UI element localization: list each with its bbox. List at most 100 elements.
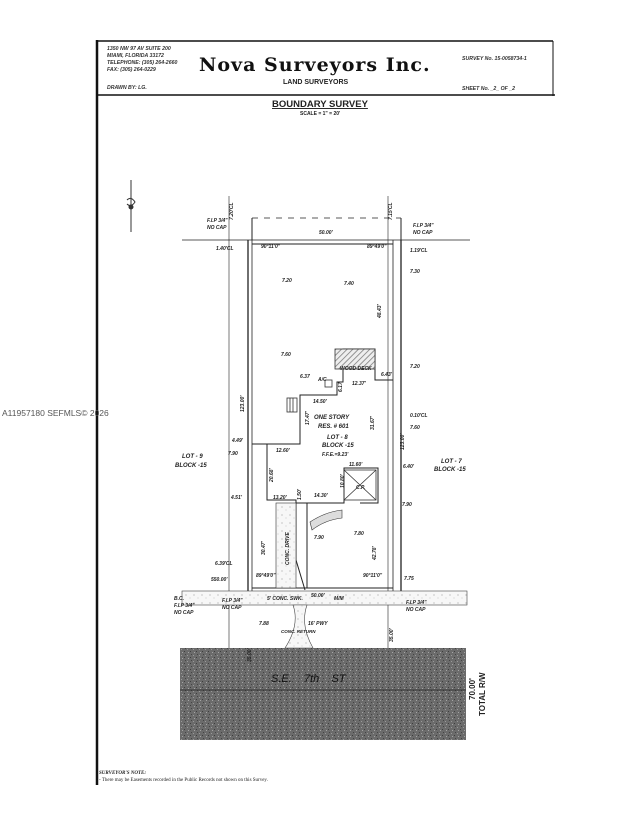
label: NO CAP bbox=[207, 225, 227, 231]
property-boundary bbox=[182, 196, 470, 680]
label: 1.19'CL bbox=[410, 248, 428, 254]
concrete-drive bbox=[275, 502, 297, 589]
label: 7.88 bbox=[259, 621, 269, 627]
label: 6.43' bbox=[381, 372, 393, 378]
label: 16' PWY bbox=[308, 621, 328, 627]
label: 20.68' bbox=[269, 467, 275, 483]
label: 550.00' bbox=[211, 577, 228, 583]
label: LOT - 8 bbox=[327, 435, 348, 441]
label: NO CAP bbox=[406, 607, 426, 613]
label: 1.50' bbox=[297, 488, 303, 500]
label: 50.00' bbox=[311, 593, 326, 599]
label: 89°49'0" bbox=[367, 244, 387, 250]
label: F.I.P 3/4" bbox=[222, 598, 243, 604]
survey-annotations: 7.20'CL 7.15'CL F.I.P 3/4" NO CAP F.I.P … bbox=[174, 202, 487, 716]
label: 14.30' bbox=[314, 493, 329, 499]
label: 17.47' bbox=[305, 410, 311, 425]
row-label: TOTAL R/W bbox=[478, 672, 487, 716]
label: 10.80' bbox=[340, 473, 346, 488]
label: 31.67' bbox=[370, 415, 376, 430]
label: 7.40 bbox=[344, 281, 354, 287]
label: 35.00' bbox=[247, 647, 253, 662]
row-width: 70.00' bbox=[468, 678, 477, 700]
label: NO CAP bbox=[222, 605, 242, 611]
steps bbox=[286, 397, 298, 413]
label: LOT - 9 bbox=[182, 454, 203, 460]
address-line1: 1350 NW 97 AV SUITE 200 bbox=[107, 46, 171, 52]
label: 7.75 bbox=[404, 576, 414, 582]
label: 7.30 bbox=[410, 269, 420, 275]
label: 13.20' bbox=[273, 495, 288, 501]
label: BLOCK -15 bbox=[175, 463, 207, 469]
label: F.I.P 3/4" bbox=[207, 218, 228, 224]
street-name: S.E. 7th ST bbox=[271, 673, 347, 685]
survey-number: SURVEY No. 15-0058734-1 bbox=[462, 56, 527, 62]
label: 0.10'CL bbox=[410, 413, 428, 419]
north-arrow-icon bbox=[126, 180, 136, 232]
label: M/M bbox=[334, 596, 345, 602]
label: B.C. bbox=[174, 596, 184, 602]
title-block: 1350 NW 97 AV SUITE 200 MIAMI, FLORIDA 3… bbox=[107, 46, 527, 117]
label: 7.15'CL bbox=[388, 202, 394, 220]
label: NO CAP bbox=[174, 610, 194, 616]
telephone: TELEPHONE: (305) 264-2660 bbox=[107, 60, 177, 66]
scale-label: SCALE = 1" = 20' bbox=[300, 111, 340, 117]
label: 7.90 bbox=[314, 535, 324, 541]
page-title: BOUNDARY SURVEY bbox=[272, 99, 369, 110]
label: F.I.P 3/4" bbox=[406, 600, 427, 606]
label: 30.47' bbox=[261, 540, 267, 555]
drawn-by: DRAWN BY: LG. bbox=[107, 85, 147, 91]
label: 12.37' bbox=[352, 381, 367, 387]
sheet-frame bbox=[95, 40, 555, 785]
label: 7.60 bbox=[410, 425, 420, 431]
label: CONC. DRIVE bbox=[285, 532, 291, 565]
label: 89°49'0" bbox=[256, 573, 276, 579]
label: 4.51' bbox=[230, 495, 243, 501]
label: 7.90 bbox=[402, 502, 412, 508]
label: BLOCK -15 bbox=[322, 443, 354, 449]
label: 90°11'0" bbox=[363, 573, 383, 579]
label: LOT - 7 bbox=[441, 459, 462, 465]
company-subtitle: LAND SURVEYORS bbox=[283, 79, 349, 86]
sheet-number: SHEET No. _2_ OF _2 bbox=[462, 86, 515, 92]
walkway bbox=[309, 509, 343, 531]
label: 6.40' bbox=[403, 464, 415, 470]
mls-watermark: A11957180 SEFMLS© 2026 bbox=[2, 408, 109, 418]
carport bbox=[343, 469, 377, 501]
company-logo: Nova Surveyors Inc. bbox=[199, 54, 431, 76]
label: C.P. bbox=[356, 485, 365, 491]
notes-line: - There may be Easements recorded in the… bbox=[99, 778, 268, 783]
label: 7.80 bbox=[354, 531, 364, 537]
label: F.I.P 3/4" bbox=[413, 223, 434, 229]
label: 7.20 bbox=[410, 364, 420, 370]
label: F.I.P 3/4" bbox=[174, 603, 195, 609]
label: 4.49' bbox=[231, 438, 244, 444]
label: 90°11'0" bbox=[261, 244, 281, 250]
label: 123.00' bbox=[400, 433, 406, 450]
label: 50.00' bbox=[319, 230, 334, 236]
label: 7.20 bbox=[282, 278, 292, 284]
label: 6.39'CL bbox=[215, 561, 233, 567]
label: 7.20'CL bbox=[229, 202, 235, 220]
label: 12.60' bbox=[276, 448, 291, 454]
label: F.F.E.=9.23' bbox=[322, 452, 349, 458]
label: 5' CONC. SWK. bbox=[267, 596, 303, 602]
label: 6.17 bbox=[338, 382, 344, 392]
fax: FAX: (305) 264-0229 bbox=[107, 67, 156, 73]
label: 42.78' bbox=[372, 545, 378, 561]
label: 11.60' bbox=[349, 462, 363, 468]
label: ONE STORY bbox=[314, 415, 350, 421]
label: RES. # 601 bbox=[318, 424, 349, 430]
street-area bbox=[180, 648, 466, 740]
label: 6.37 bbox=[300, 374, 310, 380]
wood-deck bbox=[334, 348, 376, 370]
label: 14.50' bbox=[313, 399, 328, 405]
ac-unit bbox=[324, 379, 333, 388]
label: 7.60 bbox=[281, 352, 291, 358]
label: NO CAP bbox=[413, 230, 433, 236]
label: A/C bbox=[317, 377, 327, 383]
label: 48.43' bbox=[377, 303, 383, 319]
label: WOOD DECK bbox=[340, 366, 372, 372]
label: CONC. RETURN bbox=[281, 629, 316, 634]
